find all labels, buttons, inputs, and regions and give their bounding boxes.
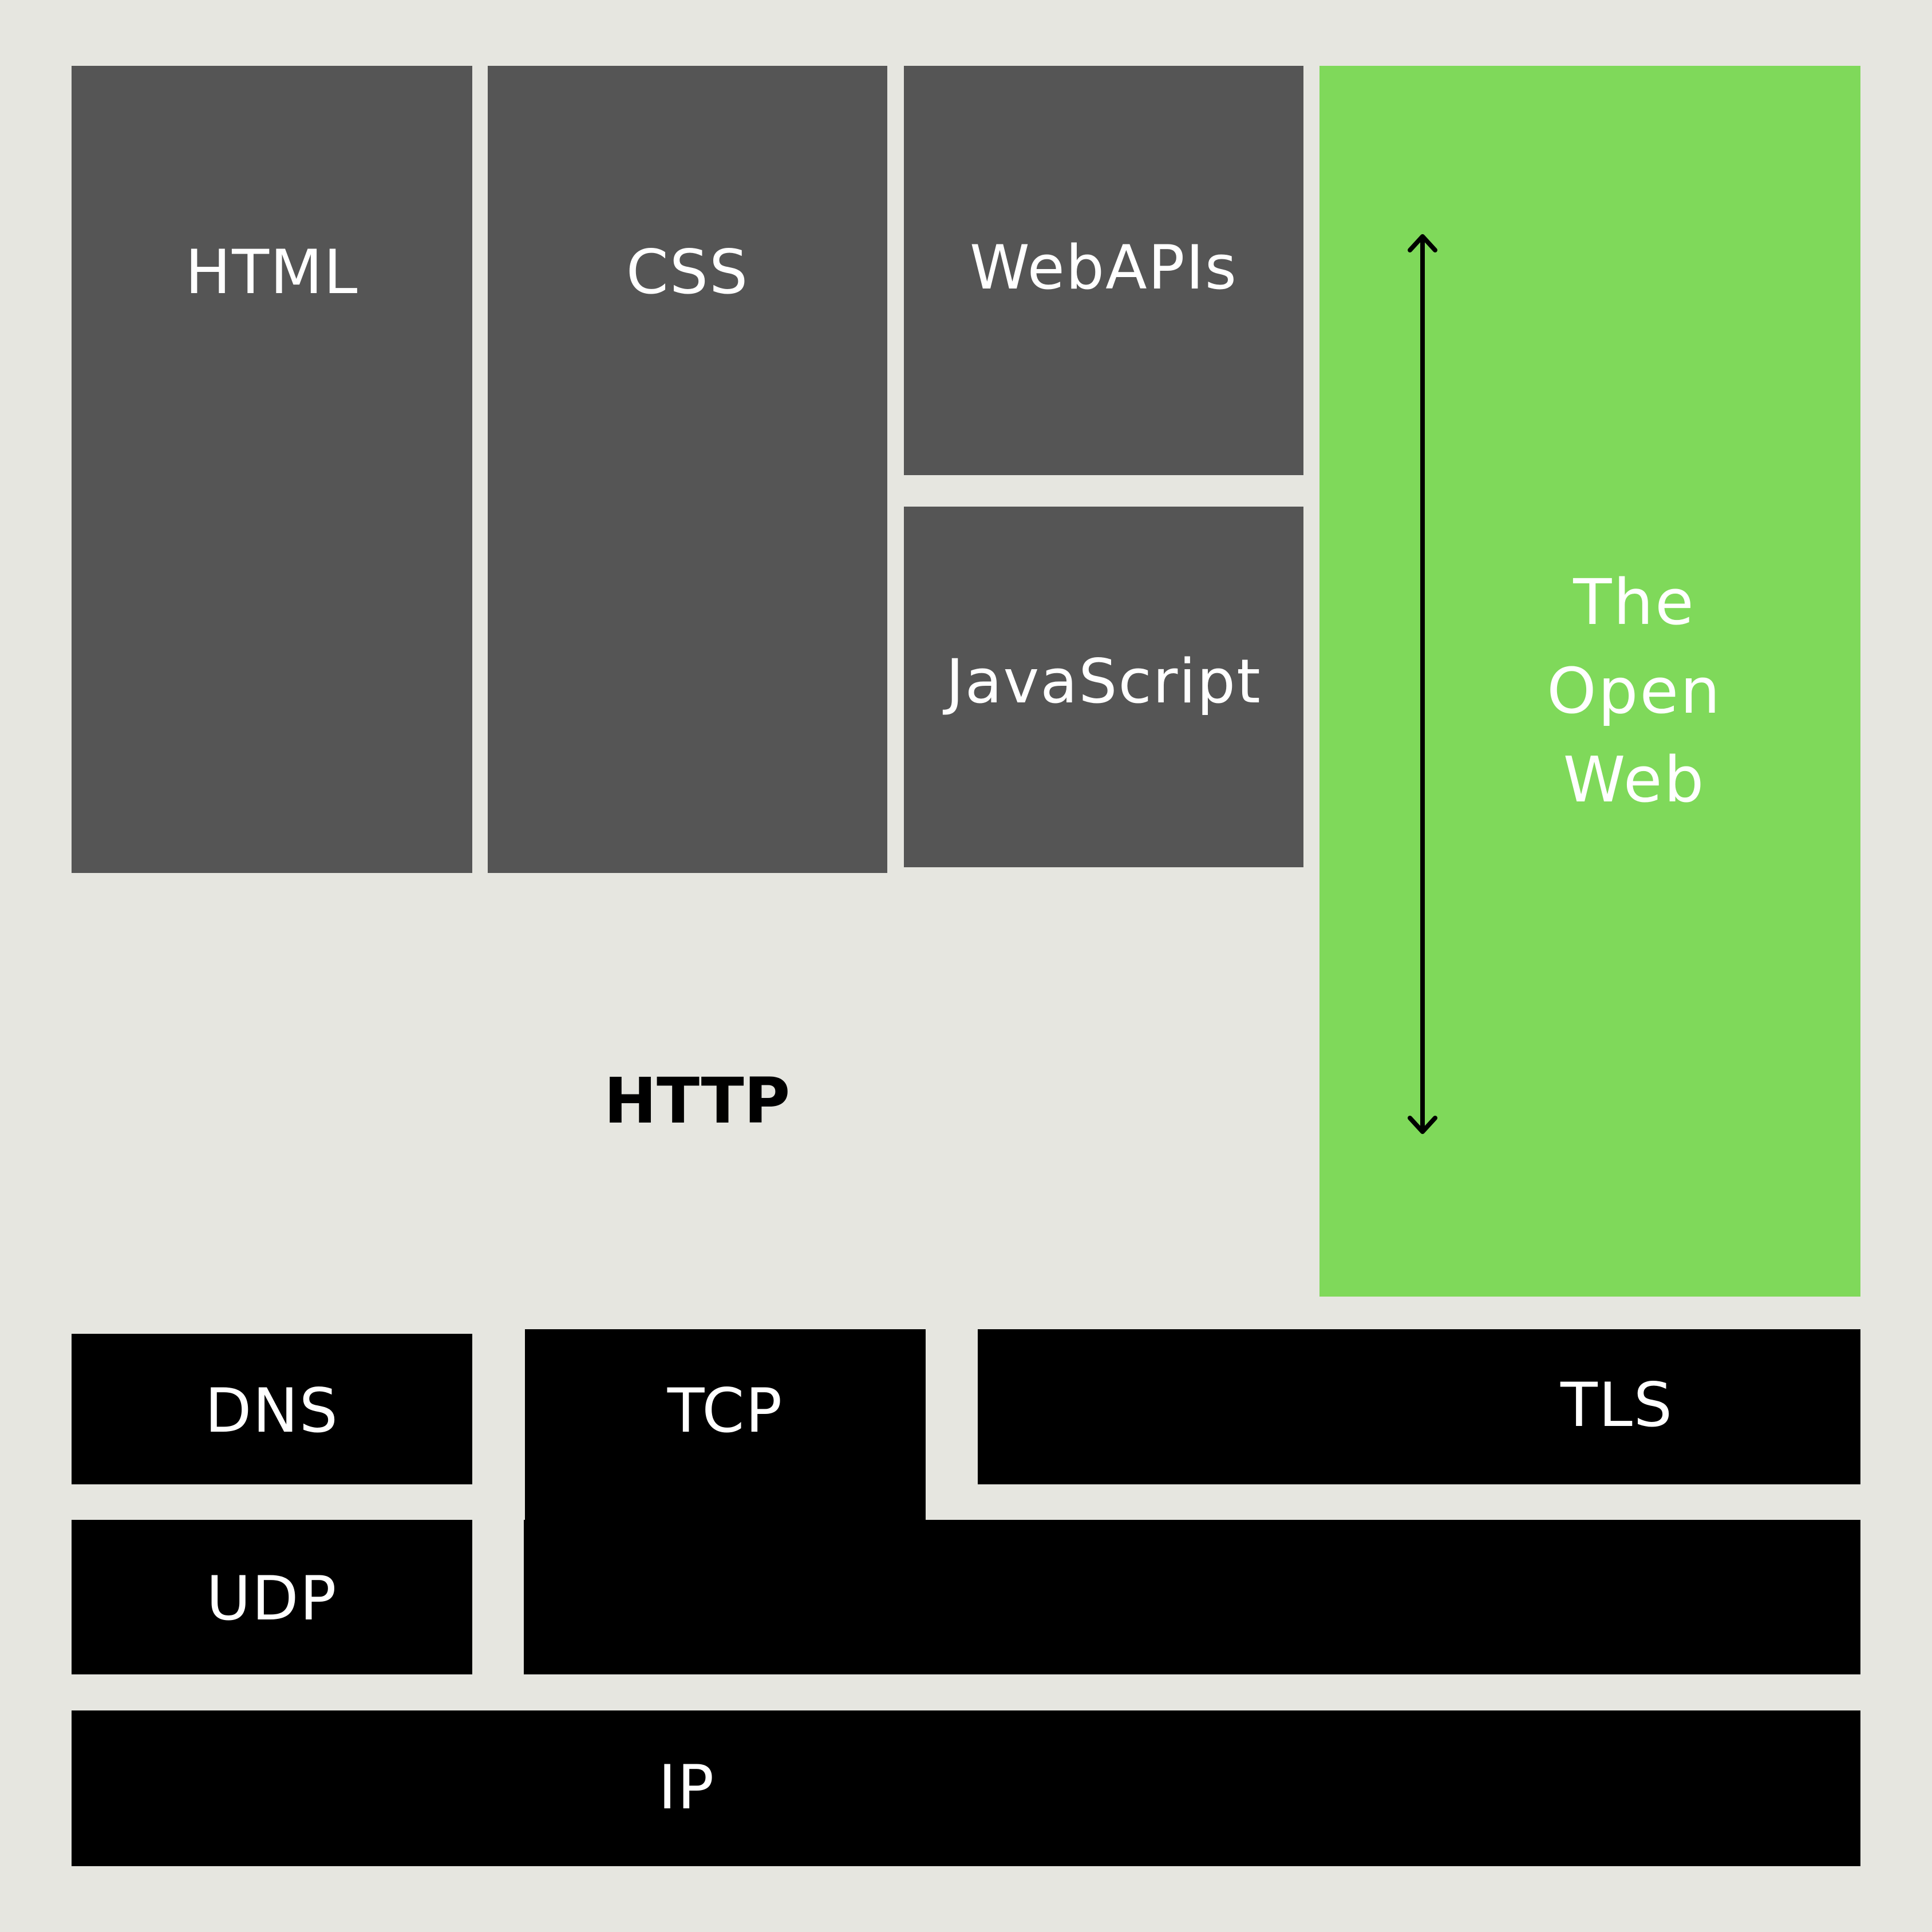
http-label: HTTP	[604, 1064, 791, 1137]
dns-block: DNS	[72, 1334, 472, 1484]
html-block: HTML	[72, 66, 472, 873]
javascript-label: JavaScript	[946, 646, 1262, 717]
tcp-tls-base-block	[524, 1520, 1860, 1674]
tls-label: TLS	[1560, 1370, 1674, 1440]
webapis-block: WebAPIs	[904, 66, 1303, 475]
webapis-label: WebAPIs	[969, 232, 1238, 303]
open-web-block: The Open Web	[1319, 66, 1860, 1297]
css-block: CSS	[488, 66, 887, 873]
html-label: HTML	[185, 237, 359, 307]
dns-label: DNS	[204, 1376, 339, 1446]
udp-block: UDP	[72, 1520, 472, 1674]
tls-block: TLS	[978, 1329, 1860, 1484]
javascript-block: JavaScript	[904, 507, 1303, 867]
tcp-block: TCP	[525, 1329, 926, 1524]
open-web-label: The Open Web	[1547, 566, 1722, 816]
tcp-label: TCP	[667, 1376, 784, 1446]
udp-label: UDP	[206, 1563, 338, 1634]
ip-block: IP	[72, 1710, 1860, 1866]
ip-label: IP	[658, 1752, 716, 1823]
css-label: CSS	[626, 237, 749, 307]
double-headed-arrow-icon	[1408, 234, 1437, 1134]
